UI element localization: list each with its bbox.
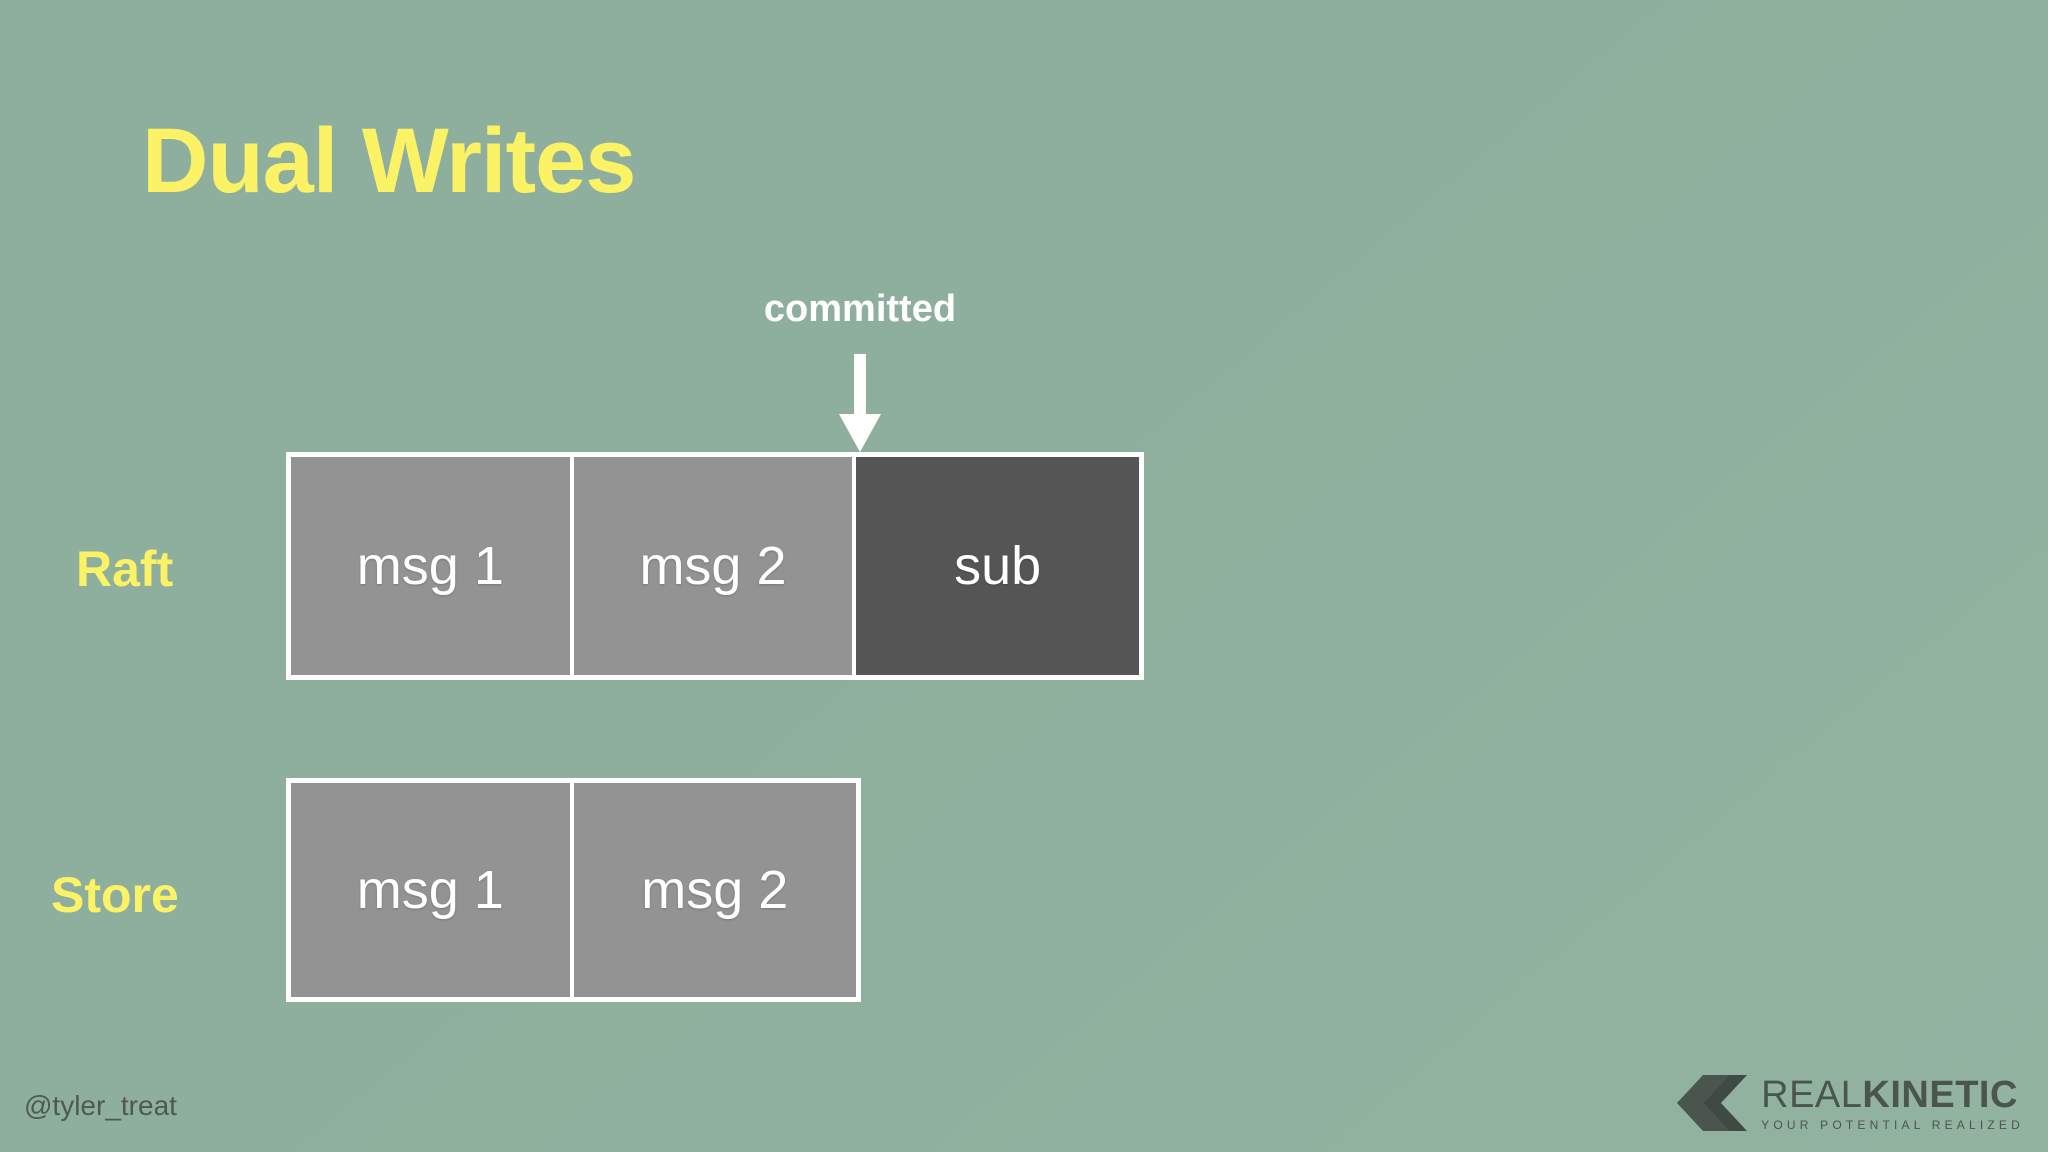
store-log-row: msg 1 msg 2 — [286, 778, 861, 1002]
log-cell: msg 1 — [291, 783, 574, 997]
double-chevron-left-icon — [1677, 1075, 1748, 1131]
logo-word-kinetic: KINETIC — [1862, 1073, 2018, 1116]
twitter-handle: @tyler_treat — [24, 1090, 177, 1121]
logo-word-real: REAL — [1761, 1073, 1863, 1116]
row-label-raft: Raft — [76, 541, 174, 597]
logo-tagline: YOUR POTENTIAL REALIZED — [1761, 1117, 2024, 1132]
log-cell: msg 2 — [573, 457, 857, 675]
logo-wordmark: REALKINETIC — [1761, 1076, 2024, 1114]
arrow-down-icon — [839, 354, 881, 452]
realkinetic-logo: REALKINETIC YOUR POTENTIAL REALIZED — [1667, 1072, 2024, 1134]
log-cell: msg 1 — [291, 457, 574, 675]
page-title: Dual Writes — [142, 110, 636, 212]
committed-annotation: committed — [720, 288, 1000, 452]
log-cell: msg 2 — [573, 783, 856, 997]
logo-text-block: REALKINETIC YOUR POTENTIAL REALIZED — [1761, 1076, 2024, 1131]
committed-label: committed — [763, 288, 957, 330]
log-cell: sub — [856, 457, 1139, 675]
raft-log-row: msg 1 msg 2 sub — [286, 452, 1144, 680]
row-label-store: Store — [51, 867, 179, 923]
